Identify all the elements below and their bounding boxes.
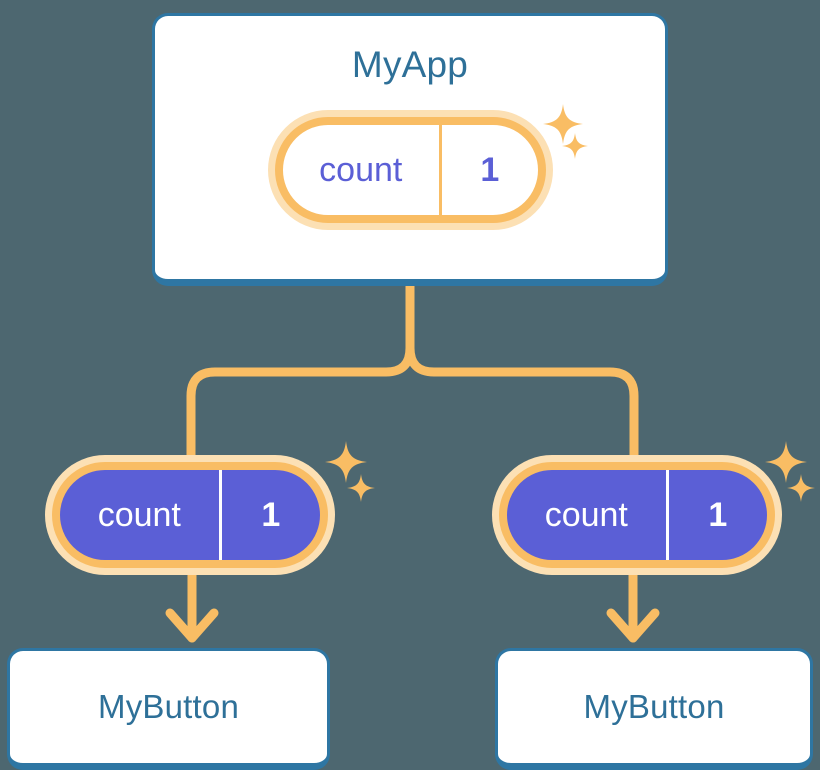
state-pill-value: 1 — [438, 125, 538, 215]
connector-tree-path — [186, 281, 415, 462]
connector-tree-path-right — [405, 343, 639, 462]
state-pill-value: 1 — [665, 470, 767, 560]
component-title-mybutton-left: MyButton — [98, 688, 239, 725]
state-pill-body: count 1 — [52, 462, 328, 568]
arrow-down-icon-left — [165, 608, 219, 643]
sparkle-icon — [347, 474, 375, 502]
state-pill-right[interactable]: count 1 — [492, 455, 782, 575]
sparkle-icon — [325, 441, 367, 483]
state-pill-myapp[interactable]: count 1 — [268, 110, 553, 230]
state-pill-key: count — [97, 495, 181, 534]
sparkle-icon — [787, 474, 815, 502]
state-pill-body: count 1 — [499, 462, 775, 568]
sparkle-icon — [765, 441, 807, 483]
state-pill-body: count 1 — [275, 117, 546, 223]
component-title-myapp: MyApp — [351, 44, 469, 85]
component-title-mybutton-right: MyButton — [583, 688, 725, 725]
state-pill-left[interactable]: count 1 — [45, 455, 335, 575]
state-pill-key: count — [544, 495, 628, 534]
component-card-mybutton-right[interactable]: MyButton — [495, 648, 813, 770]
component-card-mybutton-left[interactable]: MyButton — [7, 648, 330, 770]
state-pill-value: 1 — [218, 470, 320, 560]
arrow-down-icon-right — [606, 608, 660, 643]
state-pill-key: count — [319, 150, 403, 189]
